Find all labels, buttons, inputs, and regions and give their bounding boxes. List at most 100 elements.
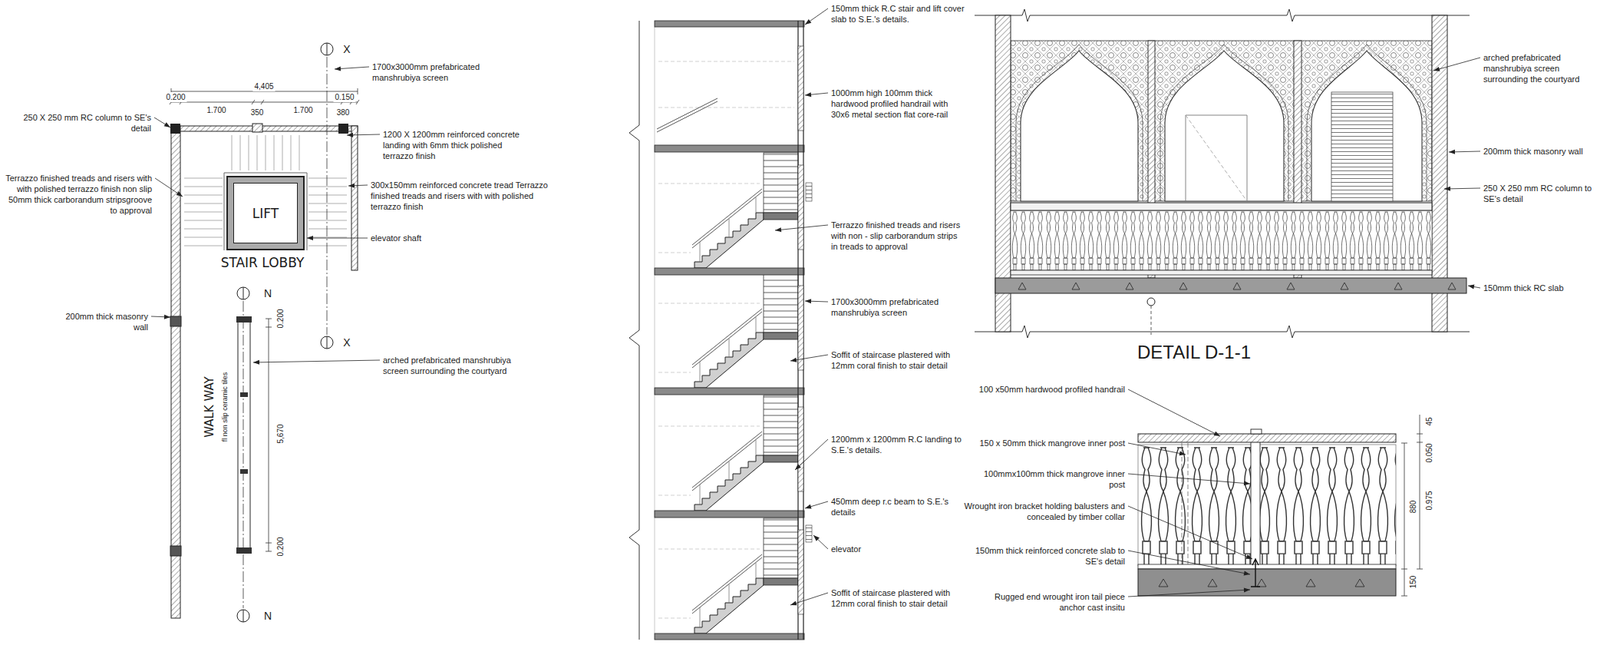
stair-handrail xyxy=(224,172,307,251)
stair-flight xyxy=(658,272,799,388)
dimension-value: 880 xyxy=(1408,498,1419,515)
annotation-note: arched prefabricated manshrubiya screen … xyxy=(382,354,529,377)
leader-path xyxy=(253,359,380,363)
leader-line xyxy=(151,314,171,320)
leader-path xyxy=(1128,550,1251,575)
leader-path xyxy=(1433,57,1481,71)
leader-arrowhead xyxy=(164,314,171,320)
leader-line xyxy=(155,178,183,197)
annotation-note: Rugged end wrought iron tail piece ancho… xyxy=(971,590,1125,613)
area-name: WALK WAY xyxy=(202,376,218,438)
rc-column xyxy=(338,123,349,134)
rc-column xyxy=(170,123,181,134)
leader-line xyxy=(253,359,380,365)
dimension-value: 4,405 xyxy=(252,81,275,92)
leader-path xyxy=(1128,589,1251,597)
detail-title: DETAIL D-1-1 xyxy=(1135,339,1253,364)
dimension-value: 150 xyxy=(1408,574,1419,591)
rc-slab xyxy=(1138,568,1396,596)
dimension-value: 380 xyxy=(335,107,352,118)
dimension-value: 1.700 xyxy=(204,105,228,116)
box-label: LIFT xyxy=(252,205,279,222)
dimension-value: 5,670 xyxy=(275,422,286,445)
leader-line xyxy=(790,592,829,605)
break-line xyxy=(974,325,1470,338)
grid-label: X xyxy=(343,42,350,57)
dimension-value: 1.700 xyxy=(291,105,314,116)
leader-path xyxy=(804,501,829,509)
stair-flight xyxy=(658,152,799,268)
rc-slab xyxy=(654,20,805,640)
slab-hatch xyxy=(995,277,1467,294)
manshrubiya-screen xyxy=(1010,40,1432,202)
timber-collar xyxy=(1138,564,1396,569)
leader-line xyxy=(1128,442,1186,456)
leader-arrowhead xyxy=(804,298,812,304)
dimension-value: 45 xyxy=(1424,415,1435,427)
dimension-line xyxy=(1401,442,1408,596)
arch-moulding xyxy=(1016,44,1427,202)
leader-line xyxy=(804,8,829,25)
leader-line xyxy=(1128,587,1251,597)
break-line xyxy=(974,9,1470,22)
leader-arrowhead xyxy=(1468,284,1475,290)
floor-finish-note: fl non slip ceramic tiles xyxy=(220,372,230,443)
leader-path xyxy=(154,117,171,128)
annotation-note: 1700x3000mm prefabricated manshrubiya sc… xyxy=(372,61,499,83)
mangrove-post xyxy=(1250,441,1261,569)
leader-line xyxy=(346,132,380,138)
inner-post xyxy=(1181,442,1188,566)
leader-path xyxy=(775,224,829,231)
leader-arrowhead xyxy=(1243,570,1251,576)
leader-path xyxy=(804,8,829,25)
stair-treads xyxy=(231,135,300,171)
leader-arrowhead xyxy=(306,235,314,241)
leader-arrowhead xyxy=(1243,480,1251,485)
leader-arrowhead xyxy=(1179,450,1186,456)
leader-line xyxy=(813,534,829,549)
leader-arrowhead xyxy=(346,132,353,138)
handrail xyxy=(1010,202,1432,211)
leader-arrowhead xyxy=(1245,554,1253,559)
leader-path xyxy=(1128,389,1221,436)
leader-line xyxy=(1128,389,1221,436)
annotation-note: 1200 X 1200mm reinforced concrete landin… xyxy=(382,128,529,162)
masonry-wall xyxy=(171,125,358,132)
annotation-note: 150mm thick reinforced concrete slab to … xyxy=(971,544,1125,567)
leader-line xyxy=(1448,149,1481,155)
leader-arrowhead xyxy=(1243,587,1251,592)
leader-arrowhead xyxy=(1444,186,1451,192)
handrail xyxy=(656,98,718,132)
door xyxy=(1185,115,1248,202)
leader-path xyxy=(1128,442,1186,455)
rc-column xyxy=(170,316,182,327)
grid-label: N xyxy=(263,608,272,623)
screen-post xyxy=(236,316,252,554)
walkway-screen xyxy=(237,318,251,551)
dimension-line xyxy=(169,99,360,105)
annotation-note: 450mm deep r.c beam to S.E.'s details xyxy=(831,495,966,518)
leader-path xyxy=(813,534,829,549)
rc-column xyxy=(252,123,263,132)
annotation-note: 300x150mm reinforced concrete tread Terr… xyxy=(370,179,559,212)
dimension-value: 0.050 xyxy=(1424,441,1435,464)
leader-line xyxy=(1128,473,1251,485)
annotation-note: 150 x 50mm thick mangrove inner post xyxy=(971,437,1125,449)
leader-line xyxy=(775,224,829,232)
leader-arrowhead xyxy=(790,600,798,606)
hidden-line xyxy=(658,61,795,108)
leader-path xyxy=(1128,473,1251,484)
screen-arch xyxy=(1020,50,1422,202)
annotation-note: 1000mm high 100mm thick hardwood profile… xyxy=(831,87,966,120)
leader-arrowhead xyxy=(813,534,820,542)
annotation-note: Soffit of staircase plastered with 12mm … xyxy=(831,587,966,609)
outer-wall xyxy=(798,20,804,640)
stair-treads xyxy=(184,178,223,246)
annotation-note: 1200mm x 1200mm R.C landing to S.E.'s de… xyxy=(831,433,966,456)
annotation-note: elevator shaft xyxy=(370,232,486,244)
bottom-rail xyxy=(1010,270,1432,275)
annotation-note: Soffit of staircase plastered with 12mm … xyxy=(831,349,966,371)
stair-flight xyxy=(658,395,799,511)
annotation-note: 200mm thick masonry wall xyxy=(1483,145,1596,157)
